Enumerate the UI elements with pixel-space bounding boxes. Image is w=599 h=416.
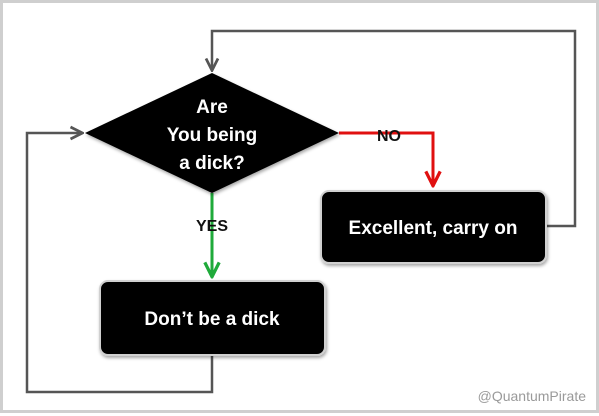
- dont-box-label: Don’t be a dick: [144, 309, 280, 330]
- decision-line-1: Are: [196, 97, 228, 118]
- flowchart-svg: Are You being a dick? NO YES Excellent, …: [25, 29, 577, 394]
- dont-box: [99, 280, 326, 356]
- dont-node: Don’t be a dick: [99, 280, 326, 356]
- yes-label: YES: [196, 218, 228, 235]
- loop-arrow-excellent-to-decision: [212, 29, 577, 228]
- loop-arrow-dont-to-decision: [25, 133, 214, 394]
- decision-line-3: a dick?: [179, 153, 244, 174]
- decision-line-2: You being: [167, 125, 257, 146]
- decision-node: Are You being a dick?: [85, 73, 339, 193]
- excellent-box: [320, 190, 547, 264]
- excellent-node: Excellent, carry on: [320, 190, 547, 264]
- no-label: NO: [377, 128, 401, 145]
- decision-diamond: [85, 73, 339, 193]
- no-arrow: [339, 131, 433, 184]
- excellent-box-label: Excellent, carry on: [349, 218, 518, 239]
- watermark-handle: @QuantumPirate: [477, 388, 586, 404]
